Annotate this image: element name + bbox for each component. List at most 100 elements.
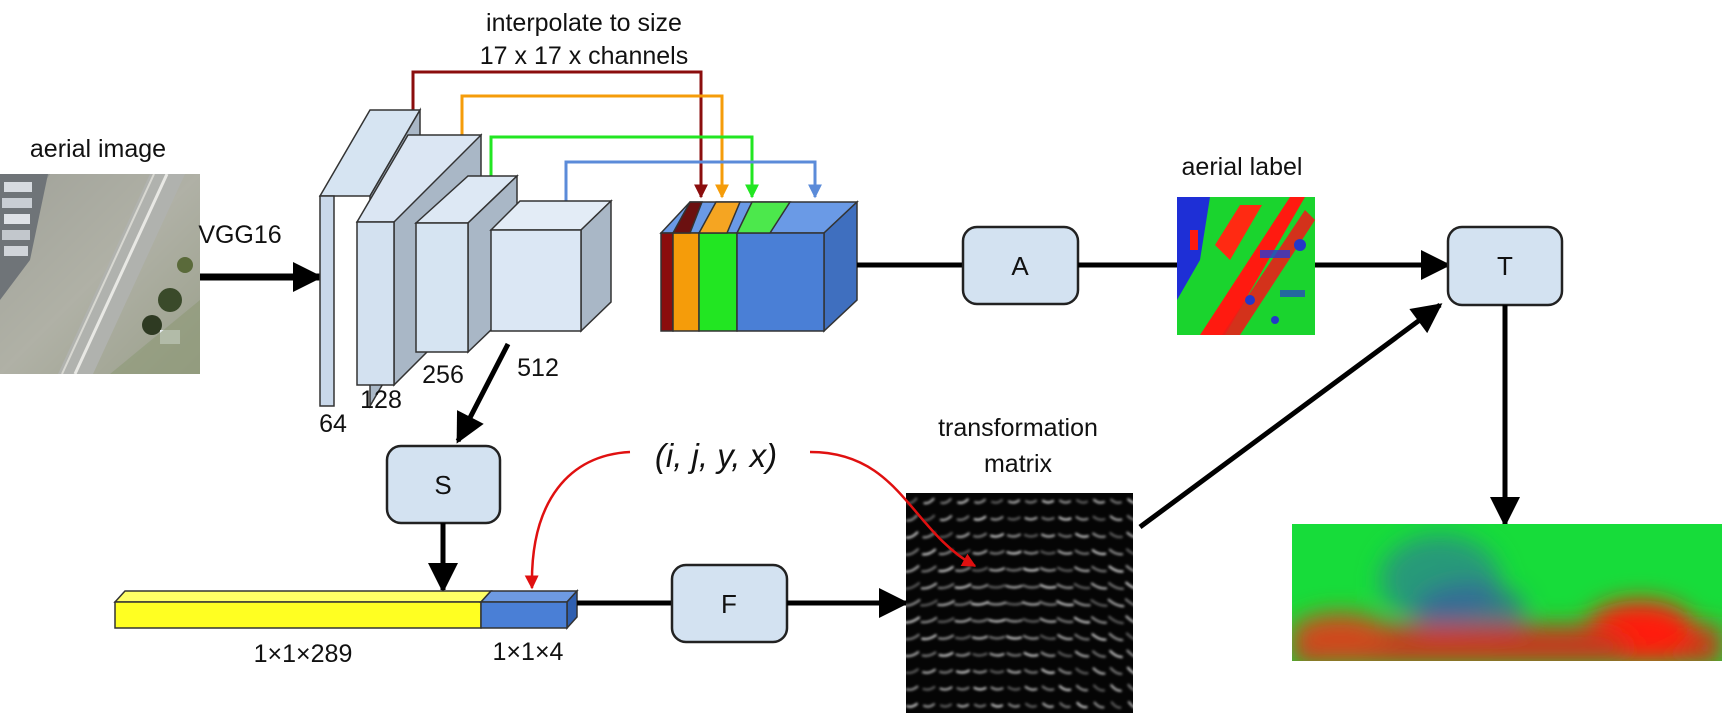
matrix-streak [1004, 601, 1024, 606]
matrix-streak [937, 600, 955, 607]
module-a: A [961, 225, 1080, 306]
matrix-streak [1007, 703, 1021, 708]
matrix-streak [922, 703, 936, 708]
matrix-streak [1058, 668, 1072, 675]
concat-feature-cube [659, 200, 859, 333]
matrix-streak [1109, 532, 1123, 539]
matrix-streak [1074, 566, 1090, 573]
matrix-streak [1057, 634, 1073, 641]
skip-line-256 [489, 135, 759, 199]
matrix-streak [1041, 516, 1055, 521]
matrix-streak [955, 669, 971, 674]
matrix-streak [1109, 667, 1123, 675]
matrix-streak [906, 582, 921, 590]
matrix-streak [1021, 601, 1041, 606]
matrix-streak [989, 652, 1005, 657]
matrix-streak [1109, 515, 1123, 522]
matrix-streak [1056, 617, 1074, 624]
features-to-s-arrow [455, 342, 511, 444]
matrix-streak [1092, 684, 1106, 692]
interpolate-label-line2: 17 x 17 x channels [480, 42, 688, 70]
matrix-streak [1005, 618, 1023, 623]
matrix-streak [1059, 702, 1071, 709]
matrix-streak [1057, 533, 1073, 538]
matrix-streak [973, 515, 987, 521]
matrix-streak [1007, 686, 1021, 691]
skip-line-512 [564, 160, 822, 201]
matrix-streak [1073, 599, 1091, 607]
transformation-matrix-image [906, 493, 1133, 713]
matrix-streak [1057, 566, 1073, 572]
matrix-streak [1124, 598, 1133, 606]
aerial-image [0, 174, 200, 374]
matrix-streak [1108, 548, 1124, 556]
matrix-streak [1108, 565, 1124, 573]
module-s-label: S [434, 470, 451, 500]
matrix-streak [1056, 583, 1074, 589]
matrix-streak [920, 582, 938, 590]
matrix-streak [906, 616, 921, 624]
matrix-streak [906, 702, 918, 708]
matrix-streak [988, 635, 1006, 640]
module-a-label: A [1011, 251, 1029, 281]
matrix-streak [1022, 618, 1040, 623]
matrix-streak [938, 651, 954, 657]
index-tuple-label: (i, j, y, x) [655, 437, 777, 474]
matrix-label-line2: matrix [984, 450, 1053, 478]
matrix-streak [1023, 533, 1039, 538]
matrix-streak [1005, 635, 1023, 640]
matrix-streak [989, 669, 1005, 674]
matrix-streak [973, 703, 987, 708]
matrix-streak [1041, 499, 1055, 504]
matrix-streak [973, 532, 987, 538]
matrix-streak [1074, 650, 1090, 658]
matrix-streak [1091, 633, 1107, 641]
matrix-streak [923, 497, 935, 505]
matrix-streak [954, 635, 972, 640]
matrix-to-t-arrow [1138, 302, 1443, 530]
matrix-streak [971, 635, 989, 640]
matrix-streak [1073, 582, 1091, 590]
matrix-streak [954, 600, 972, 606]
module-f-label: F [721, 589, 737, 619]
matrix-streak [1038, 600, 1058, 606]
matrix-streak [1091, 650, 1107, 658]
matrix-streak [955, 652, 971, 657]
matrix-label-line1: transformation [938, 414, 1098, 442]
matrix-streak [974, 498, 986, 504]
concat-slice-128 [672, 232, 700, 332]
matrix-streak [956, 703, 970, 708]
matrix-streak [956, 515, 970, 521]
matrix-streak [971, 618, 989, 623]
matrix-streak [1040, 533, 1056, 538]
matrix-streak [1125, 564, 1133, 572]
matrix-streak [1025, 702, 1037, 708]
matrix-streak [1093, 498, 1105, 504]
matrix-streak [1023, 668, 1038, 674]
matrix-streak [1073, 616, 1091, 624]
matrix-streak [1007, 516, 1021, 521]
matrix-streak [1039, 617, 1057, 623]
matrix-streak [1041, 668, 1055, 674]
module-t-label: T [1497, 251, 1513, 281]
matrix-streak [954, 583, 972, 589]
matrix-streak [1110, 701, 1122, 709]
matrix-streak [1110, 684, 1122, 692]
concat-slice-64 [660, 232, 674, 332]
matrix-streak [1092, 515, 1106, 521]
matrix-streak [906, 548, 920, 556]
channels-label-64: 64 [319, 410, 347, 438]
matrix-streak [970, 601, 990, 606]
matrix-streak [1058, 499, 1072, 504]
matrix-streak [921, 634, 937, 641]
matrix-streak [1040, 651, 1056, 657]
matrix-streak [1109, 649, 1123, 659]
matrix-streak [989, 550, 1005, 555]
matrix-streak [1074, 549, 1090, 555]
matrix-streak [1006, 533, 1022, 538]
matrix-streak [906, 565, 920, 573]
matrix-streak [1023, 651, 1039, 657]
matrix-streak [1058, 685, 1072, 692]
matrix-streak [990, 499, 1004, 504]
